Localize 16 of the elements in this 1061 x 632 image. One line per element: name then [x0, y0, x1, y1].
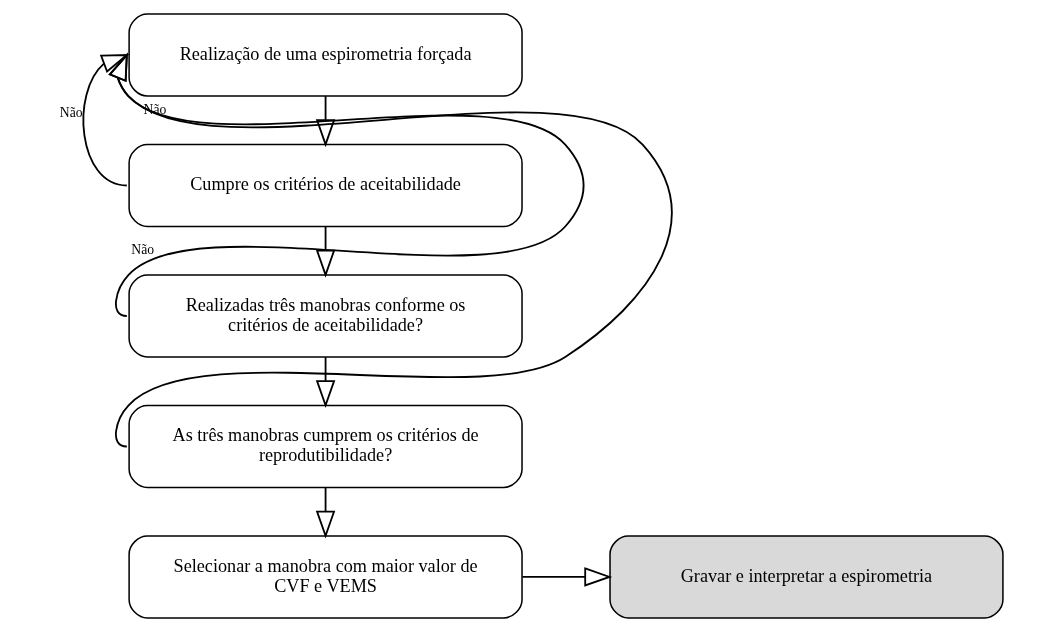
node-box: As três manobras cumprem os critérios de reprodutibilidade? — [127, 404, 523, 489]
node-box: Gravar e interpretar a espirometria — [608, 535, 1004, 619]
arrow — [315, 486, 335, 539]
edge-label: Não — [130, 242, 154, 258]
arrow — [520, 567, 612, 587]
arrow — [315, 95, 335, 148]
arrow — [107, 52, 672, 448]
arrow — [315, 225, 335, 278]
node-box: Realizadas três manobras conforme os critérios de aceitabilidade? — [127, 274, 523, 358]
node-box: Cumpre os critérios de aceitabilidade — [127, 143, 523, 228]
node-box: Realização de uma espirometria forçada — [127, 13, 523, 97]
arrow — [107, 52, 584, 317]
arrow — [81, 54, 129, 187]
arrow — [315, 356, 335, 409]
node-box: Selecionar a manobra com maior valor de CVF e VEMS — [127, 535, 523, 619]
edge-label: Não — [59, 104, 83, 120]
